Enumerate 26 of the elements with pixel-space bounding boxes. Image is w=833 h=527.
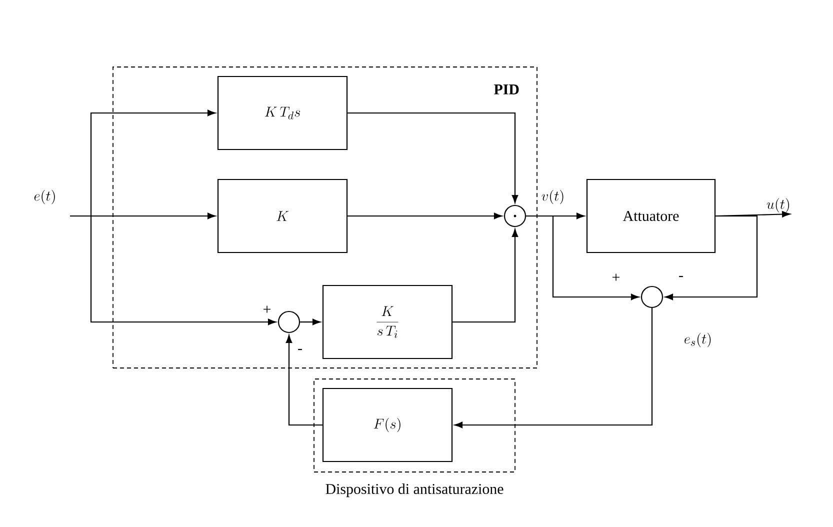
arrow bbox=[348, 112, 518, 204]
arrow bbox=[70, 215, 276, 326]
sign-label: - bbox=[298, 348, 302, 350]
summing-junction bbox=[640, 286, 664, 308]
sign-label: - bbox=[679, 276, 683, 278]
arrow bbox=[452, 228, 518, 323]
arrow bbox=[454, 308, 653, 428]
node-label: Dispositivo di antisaturazione bbox=[326, 484, 504, 498]
summing-junction bbox=[504, 204, 526, 228]
sign-label: + bbox=[264, 306, 270, 313]
arrow bbox=[348, 212, 502, 220]
arrow bbox=[300, 318, 321, 326]
signal-label: $u(t)$ bbox=[766, 198, 790, 212]
block-box: Attuatore bbox=[586, 178, 716, 254]
block-box: $K$ bbox=[217, 178, 348, 254]
signal-label: $e_s(t)$ bbox=[684, 332, 711, 348]
sign-label: + bbox=[612, 274, 620, 281]
signal-label: $e(t)$ bbox=[34, 190, 55, 204]
block-box: $\frac{K}{s\,T_i}$ bbox=[322, 284, 453, 360]
arrow bbox=[526, 215, 640, 300]
block-box: $K\,T_d s$ bbox=[217, 76, 348, 150]
summing-junction bbox=[278, 310, 300, 334]
signal-label: $v(t)$ bbox=[542, 190, 564, 204]
block-box: $F(s)$ bbox=[322, 388, 453, 462]
arrow bbox=[286, 334, 322, 426]
arrow bbox=[664, 215, 758, 300]
